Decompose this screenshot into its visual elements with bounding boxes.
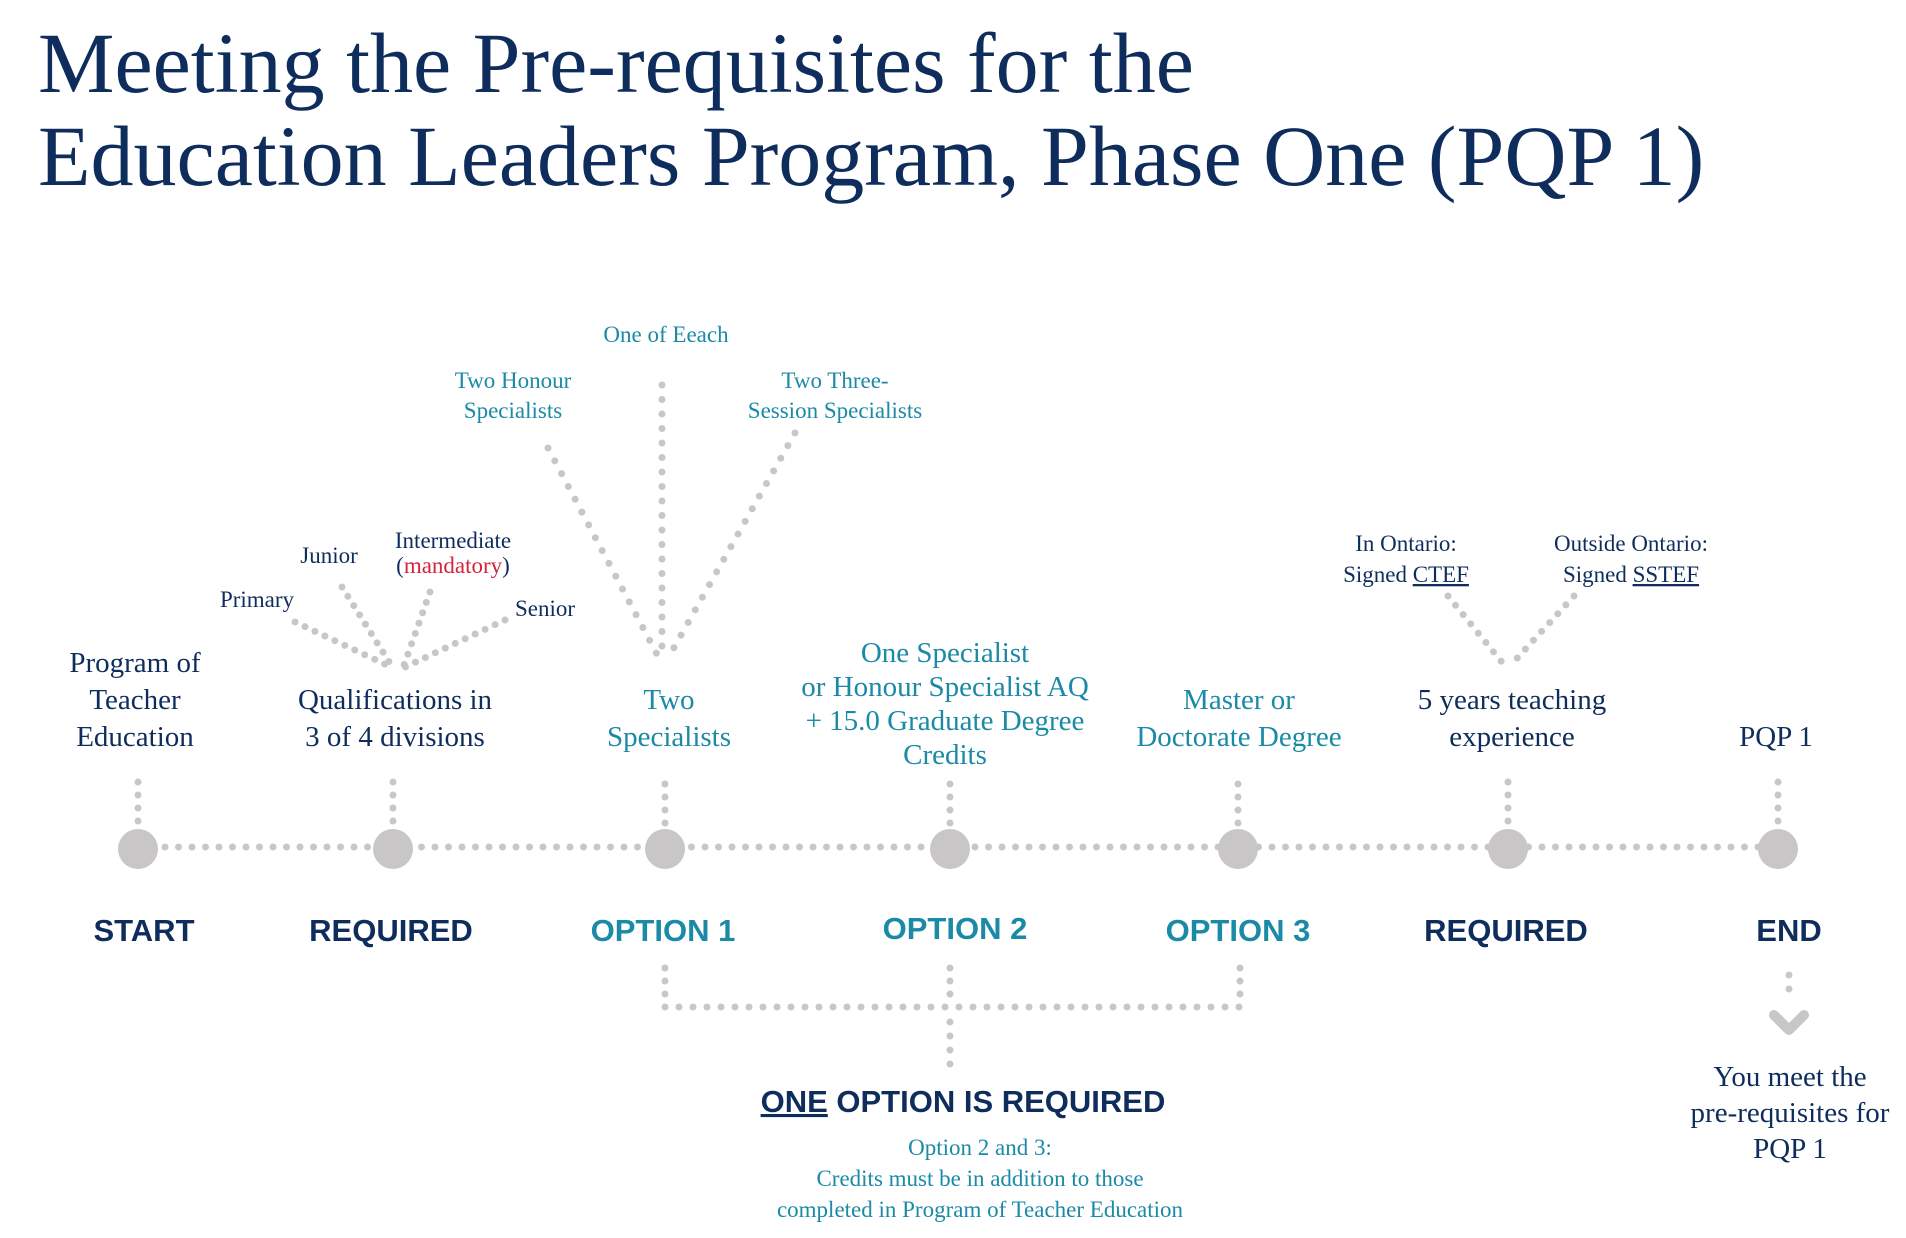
division-junior: Junior [300,543,358,568]
label-start: START [93,913,194,948]
label-option-2: OPTION 2 [883,911,1028,946]
step-text-line: or Honour Specialist AQ [801,671,1089,703]
division-senior: Senior [515,596,575,621]
label-end: END [1756,913,1821,948]
fan-two-honour [544,444,664,664]
step-labels: START REQUIRED OPTION 1 OPTION 2 OPTION … [93,911,1821,948]
node-required-2 [1488,829,1528,869]
step-start-text: Program of Teacher Education [69,647,201,753]
step-text-line: Doctorate Degree [1136,721,1341,753]
option-1-choices: Two Honour Specialists One of Eeach Two … [455,322,923,423]
experience-forms: In Ontario: Signed CTEF Outside Ontario:… [1343,531,1708,587]
division-labels: Primary Junior Intermediate (mandatory) … [220,528,575,621]
result-line: pre-requisites for [1691,1097,1890,1129]
result-line: PQP 1 [1753,1133,1827,1165]
node-option-2 [930,829,970,869]
step-option-1-text: Two Specialists [607,684,731,753]
timeline-nodes [118,829,1798,869]
node-start [118,829,158,869]
fan-junior [338,583,397,672]
fan-senior [399,616,509,672]
step-text-line: Credits [903,739,987,771]
form-ontario-label: In Ontario: [1355,531,1457,556]
step-text-line: Master or [1183,684,1295,716]
label-required-2: REQUIRED [1424,913,1588,948]
step-text-line: Program of [69,647,201,679]
label-option-1: OPTION 1 [591,913,736,948]
result-line: You meet the [1713,1061,1866,1093]
choice-three-session-line: Session Specialists [748,398,922,423]
step-text-line: 3 of 4 divisions [305,721,485,753]
step-text-line: One Specialist [861,637,1029,669]
step-required-2-text: 5 years teaching experience [1418,684,1606,753]
step-end-text: PQP 1 [1739,721,1813,753]
step-option-2-text: One Specialist or Honour Specialist AQ +… [801,637,1089,771]
step-option-3-text: Master or Doctorate Degree [1136,684,1341,753]
label-required-1: REQUIRED [309,913,473,948]
options-note-line: Credits must be in addition to those [816,1166,1143,1191]
step-text-line: Two [643,684,694,716]
step-text-line: 5 years teaching [1418,684,1606,716]
page-title-line-1: Meeting the Pre-requisites for the [38,15,1194,111]
choice-three-session-line: Two Three- [781,368,888,393]
chevron-down-icon [1769,1010,1809,1035]
step-required-1-text: Qualifications in 3 of 4 divisions [298,684,493,753]
choice-one-of-each: One of Eeach [603,322,729,347]
fan-intermediate [399,588,434,672]
choice-two-honour-line: Two Honour [455,368,572,393]
fan-three-session [663,429,799,664]
form-ontario-signed: Signed CTEF [1343,562,1469,587]
fan-primary [291,618,397,672]
node-option-3 [1218,829,1258,869]
step-text-line: Teacher [89,684,181,716]
node-required-1 [373,829,413,869]
options-note: ONE OPTION IS REQUIRED Option 2 and 3: C… [761,1084,1184,1222]
page-title-line-2: Education Leaders Program, Phase One (PQ… [38,108,1704,204]
fan-sstef [1506,592,1578,670]
label-option-3: OPTION 3 [1166,913,1311,948]
division-primary: Primary [220,587,295,612]
form-outside-signed: Signed SSTEF [1563,562,1699,587]
options-note-line: completed in Program of Teacher Educatio… [777,1197,1184,1222]
step-text-line: Specialists [607,721,731,753]
step-text-line: Qualifications in [298,684,493,716]
division-intermediate: Intermediate [395,528,511,553]
choice-two-honour-line: Specialists [464,398,562,423]
options-note-heading: ONE OPTION IS REQUIRED [761,1084,1166,1119]
step-text-line: experience [1449,721,1575,753]
step-text-line: Education [76,721,194,753]
step-text-line: + 15.0 Graduate Degree [806,705,1085,737]
node-end [1758,829,1798,869]
node-option-1 [645,829,685,869]
result-text: You meet the pre-requisites for PQP 1 [1691,1061,1890,1165]
division-intermediate-mandatory: (mandatory) [396,553,510,578]
form-outside-label: Outside Ontario: [1554,531,1708,556]
step-text-line: PQP 1 [1739,721,1813,753]
fan-ctef [1444,592,1509,670]
options-note-line: Option 2 and 3: [908,1135,1052,1160]
